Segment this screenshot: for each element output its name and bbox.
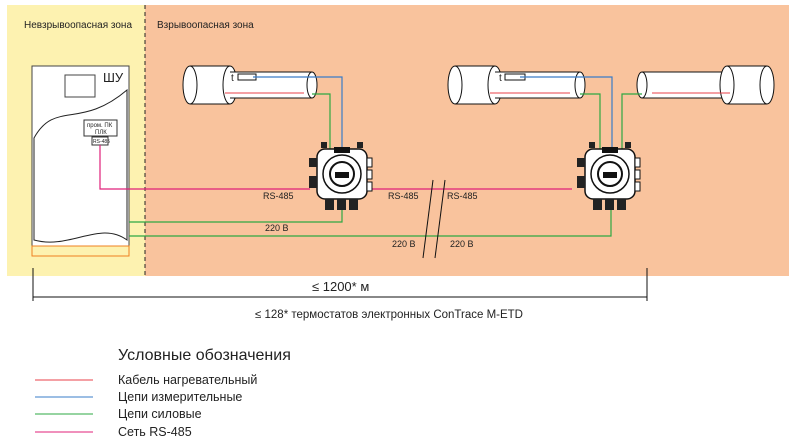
- hazard-zone-label: Взрывоопасная зона: [157, 20, 254, 31]
- wires: [99, 76, 642, 237]
- control-cabinet: ШУ пром. ПК ПЛК RS-485: [31, 65, 130, 257]
- break-mark: [422, 179, 434, 259]
- power-label: 220 В: [392, 239, 416, 249]
- legend-item: Цепи силовые: [118, 407, 202, 421]
- power-label: 220 В: [265, 223, 289, 233]
- dimension-line: [32, 268, 648, 301]
- sensor-label: t: [499, 73, 502, 84]
- rs485-label: RS-485: [447, 191, 478, 201]
- rs485-label: RS-485: [263, 191, 294, 201]
- cabinet-label: ШУ: [103, 70, 124, 85]
- plc-label: пром. ПК: [87, 123, 113, 129]
- pipe-3: [636, 65, 775, 105]
- pipe-1: t: [182, 65, 318, 105]
- break-mark: [434, 179, 446, 259]
- safe-zone-label: Невзрывоопасная зона: [24, 20, 132, 31]
- legend-item: Цепи измерительные: [118, 390, 242, 404]
- hazard-zone: [145, 5, 789, 276]
- rs485-port-label: RS-485: [93, 139, 110, 145]
- sensor-label: t: [231, 73, 234, 84]
- pipe-2: t: [447, 65, 586, 105]
- legend-item: Сеть RS-485: [118, 425, 192, 439]
- plc-label-2: ПЛК: [95, 130, 107, 136]
- power-label: 220 В: [450, 239, 474, 249]
- legend-title: Условные обозначения: [118, 347, 291, 364]
- max-length-label: ≤ 1200* м: [312, 279, 369, 294]
- legend-item: Кабель нагревательный: [118, 373, 257, 387]
- rs485-label: RS-485: [388, 191, 419, 201]
- max-count-label: ≤ 128* термостатов электронных ConTrace …: [255, 309, 523, 321]
